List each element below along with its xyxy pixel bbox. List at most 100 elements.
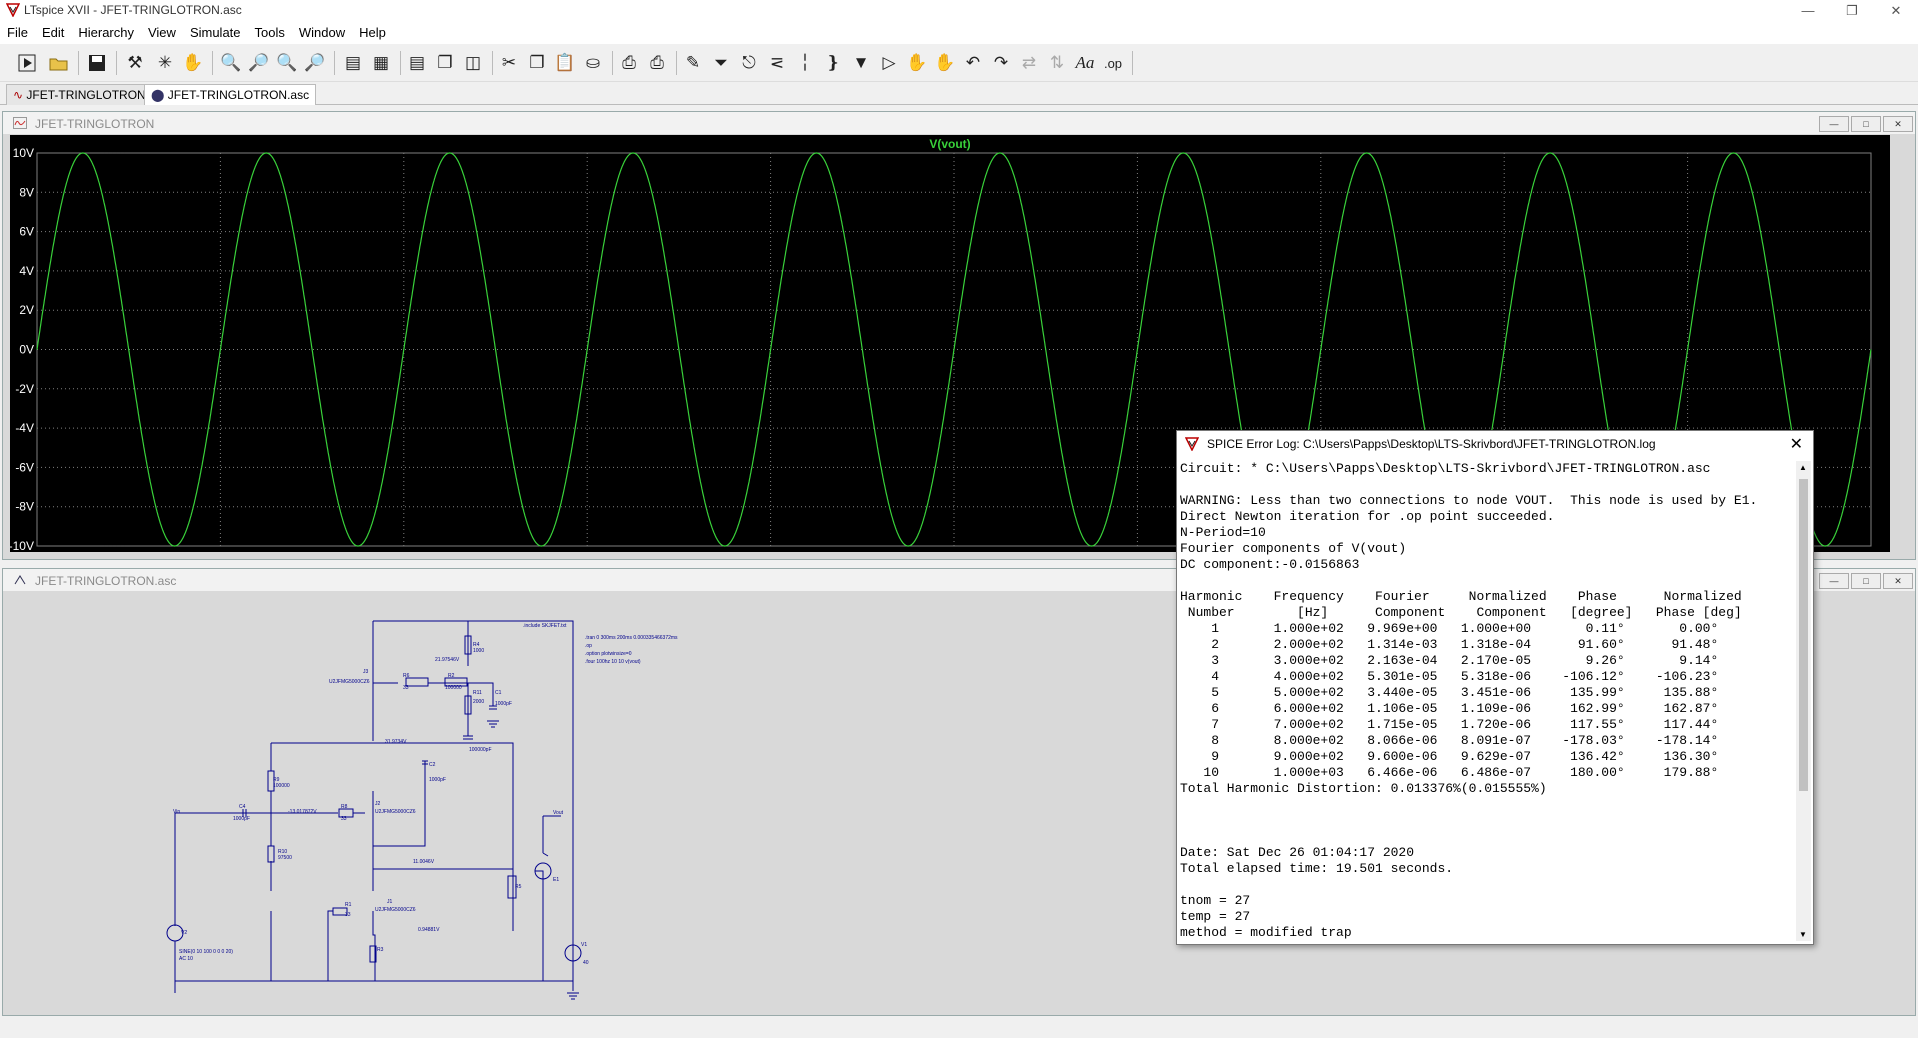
- menu-edit[interactable]: Edit: [41, 25, 65, 40]
- print-icon[interactable]: ⎙: [650, 53, 664, 72]
- schematic-canvas[interactable]: .include SKJFET.txt .tran 0 300ms 200ms …: [3, 591, 1913, 1013]
- error-log-line: Number [Hz] Component Component [degree]…: [1180, 605, 1742, 620]
- error-log-scrollbar[interactable]: ▲ ▼: [1796, 461, 1811, 941]
- zoom-cancel-icon[interactable]: 🔎: [304, 53, 326, 72]
- scroll-up-icon[interactable]: ▲: [1799, 463, 1807, 472]
- y-tick-label: -10V: [10, 539, 34, 552]
- spice-directive-icon[interactable]: .op: [1103, 55, 1123, 71]
- r2-resistor[interactable]: [444, 677, 468, 687]
- r8-resistor[interactable]: [338, 808, 354, 818]
- y-tick-label: 0V: [19, 343, 34, 357]
- r5-resistor[interactable]: [507, 875, 517, 899]
- pan-hand-icon[interactable]: ✋: [182, 53, 204, 72]
- c4-capacitor[interactable]: [242, 809, 247, 817]
- menu-view[interactable]: View: [147, 25, 176, 40]
- component-icon[interactable]: ▷: [882, 53, 896, 72]
- menu-window[interactable]: Window: [298, 25, 346, 40]
- undo-icon[interactable]: ↶: [965, 53, 981, 72]
- ground-icon[interactable]: ⏷: [714, 53, 728, 72]
- tile-vertical-icon[interactable]: ◫: [464, 53, 482, 72]
- op-directive[interactable]: .op: [585, 643, 592, 649]
- error-log-close-button[interactable]: ✕: [1789, 436, 1803, 453]
- find-binoculars-icon[interactable]: ⛀: [585, 53, 601, 72]
- label-net-icon[interactable]: ⎋: [742, 53, 756, 72]
- scroll-down-icon[interactable]: ▼: [1799, 930, 1807, 939]
- c1-capacitor[interactable]: [489, 705, 497, 710]
- error-log-line: Direct Newton iteration for .op point su…: [1180, 509, 1555, 524]
- error-log-scroll-thumb[interactable]: [1799, 479, 1808, 791]
- open-folder-icon[interactable]: [46, 50, 72, 76]
- r4-resistor[interactable]: [464, 635, 472, 655]
- schematic-maximize-button[interactable]: □: [1851, 573, 1881, 589]
- drag-hand-icon[interactable]: ✋: [934, 53, 956, 72]
- j2-model: U2JFMG5000CZ6: [375, 809, 416, 815]
- menu-file[interactable]: File: [7, 25, 28, 40]
- grid-icon[interactable]: ▦: [372, 53, 390, 72]
- mirror-icon[interactable]: ⇅: [1049, 53, 1065, 72]
- v2-source[interactable]: [166, 924, 184, 942]
- cut-icon[interactable]: ✂: [501, 53, 517, 72]
- r10-resistor[interactable]: [267, 845, 275, 863]
- restore-window-button[interactable]: ❐: [1846, 3, 1858, 18]
- tile-horizontal-icon[interactable]: ▤: [408, 53, 426, 72]
- include-directive[interactable]: .include SKJFET.txt: [523, 623, 567, 629]
- menu-simulate[interactable]: Simulate: [189, 25, 241, 40]
- y-tick-label: -2V: [15, 382, 34, 396]
- move-hand-icon[interactable]: ✋: [906, 53, 928, 72]
- c4-top-capacitor[interactable]: [463, 735, 473, 740]
- r6-label: R6: [403, 673, 410, 679]
- schematic-icon: ⬤: [151, 88, 168, 102]
- waveform-close-button[interactable]: ✕: [1883, 116, 1913, 132]
- capacitor-icon[interactable]: ╎: [799, 53, 811, 72]
- control-panel-hammer-icon[interactable]: ⚒: [127, 53, 143, 72]
- four-directive[interactable]: .four 100hz 10 10 v(vout): [585, 659, 641, 665]
- autorange-icon[interactable]: ▤: [344, 53, 362, 72]
- menu-hierarchy[interactable]: Hierarchy: [78, 25, 134, 40]
- j2-label: J2: [375, 801, 381, 807]
- waveform-maximize-button[interactable]: □: [1851, 116, 1881, 132]
- r11-resistor[interactable]: [464, 695, 472, 715]
- diode-icon[interactable]: ▼: [852, 53, 870, 72]
- text-icon[interactable]: Aa: [1075, 53, 1095, 72]
- r3-resistor[interactable]: [369, 945, 377, 963]
- minimize-window-button[interactable]: —: [1801, 3, 1815, 18]
- menu-tools[interactable]: Tools: [254, 25, 285, 40]
- copy-icon[interactable]: ❐: [529, 53, 545, 72]
- run-icon[interactable]: [14, 50, 40, 76]
- trace-label-vout[interactable]: V(vout): [929, 137, 970, 151]
- zoom-in-icon[interactable]: 🔍: [220, 53, 242, 72]
- waveform-window-titlebar: JFET-TRINGLOTRON — □ ✕: [3, 112, 1915, 134]
- schematic-close-button[interactable]: ✕: [1883, 573, 1913, 589]
- zoom-out-icon[interactable]: 🔍: [276, 53, 298, 72]
- j3-model: U2JFMG5000CZ6: [329, 679, 370, 685]
- resistor-icon[interactable]: ⋜: [769, 53, 785, 72]
- error-log-text[interactable]: Circuit: * C:\Users\Papps\Desktop\LTS-Sk…: [1180, 461, 1795, 941]
- tran-directive[interactable]: .tran 0 300ms 200ms 0.000335466372ms: [585, 635, 678, 641]
- menu-help[interactable]: Help: [359, 25, 386, 40]
- options-directive[interactable]: .option plotwinsize=0: [585, 651, 632, 657]
- c2-capacitor[interactable]: [422, 760, 428, 765]
- draw-wire-pencil-icon[interactable]: ✎: [685, 53, 701, 72]
- close-window-button[interactable]: ✕: [1890, 3, 1902, 18]
- tab-waveform[interactable]: ∿ JFET-TRINGLOTRON: [6, 84, 153, 105]
- v2-label: V2: [181, 930, 187, 936]
- paste-icon[interactable]: 📋: [554, 53, 576, 72]
- rotate-icon[interactable]: ⇄: [1021, 53, 1037, 72]
- r9-resistor[interactable]: [267, 770, 275, 792]
- tab-schematic[interactable]: ⬤ JFET-TRINGLOTRON.asc: [144, 84, 317, 105]
- redo-icon[interactable]: ↷: [993, 53, 1009, 72]
- r5-label: R5: [515, 884, 522, 890]
- halt-run-icon[interactable]: ✳: [157, 53, 173, 72]
- r6-resistor[interactable]: [405, 677, 429, 687]
- save-icon[interactable]: [84, 50, 110, 76]
- print-preview-icon[interactable]: ⎙: [622, 53, 636, 72]
- cascade-icon[interactable]: ❐: [437, 53, 453, 72]
- inductor-icon[interactable]: ❵: [825, 53, 841, 72]
- v1-source[interactable]: [564, 944, 582, 962]
- zoom-full-icon[interactable]: 🔎: [248, 53, 270, 72]
- waveform-minimize-button[interactable]: —: [1819, 116, 1849, 132]
- schematic-minimize-button[interactable]: —: [1819, 573, 1849, 589]
- e1-source[interactable]: [534, 862, 552, 880]
- waveform-icon: ∿: [13, 88, 27, 102]
- r1-resistor[interactable]: [332, 907, 348, 916]
